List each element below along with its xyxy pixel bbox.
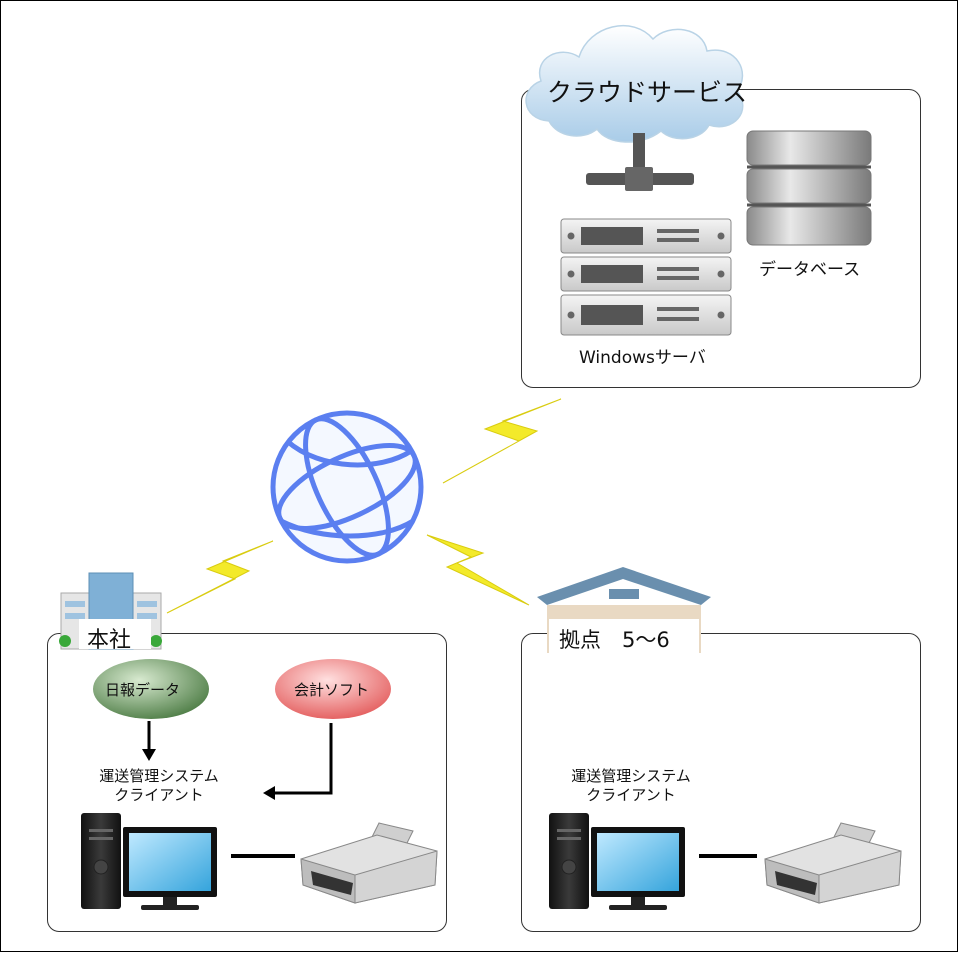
- data-flow-arrow: [142, 721, 156, 761]
- hq-client-line2: クライアント: [114, 785, 204, 804]
- branch-warehouse-icon: [537, 567, 711, 653]
- rack-server-icon: [560, 218, 732, 336]
- branch-client-label: 運送管理システム クライアント: [549, 767, 713, 805]
- hq-client-line1: 運送管理システム: [99, 767, 219, 785]
- database-icon: [746, 130, 872, 246]
- branch-title: 拠点 5～6: [559, 628, 670, 652]
- daily-report-label: 日報データ: [105, 681, 181, 699]
- lightning-bolt-icon: [442, 398, 562, 484]
- lightning-bolt-icon: [426, 534, 530, 606]
- daily-report-bubble: [93, 659, 209, 719]
- lightning-bolt-icon: [166, 540, 274, 614]
- accounting-software-bubble: [275, 659, 391, 719]
- cloud-service-title: クラウドサービス: [547, 78, 748, 107]
- hq-title: 本社: [87, 628, 132, 653]
- headquarters-building-icon: [59, 572, 162, 650]
- internet-globe-icon: [270, 410, 424, 564]
- database-label: データベース: [759, 260, 861, 280]
- desktop-computer-icon: [549, 813, 685, 910]
- printer-icon: [764, 822, 902, 904]
- data-flow-arrow: [263, 723, 333, 800]
- hq-panel: [47, 633, 447, 932]
- printer-icon: [300, 822, 438, 904]
- windows-server-label: Windowsサーバ: [579, 348, 706, 368]
- branch-panel: [521, 633, 921, 932]
- branch-client-line1: 運送管理システム: [571, 767, 691, 785]
- hq-client-label: 運送管理システム クライアント: [77, 767, 241, 805]
- branch-client-line2: クライアント: [586, 785, 676, 804]
- accounting-software-label: 会計ソフト: [294, 681, 370, 699]
- network-connector-icon: [586, 133, 694, 191]
- desktop-computer-icon: [81, 813, 217, 910]
